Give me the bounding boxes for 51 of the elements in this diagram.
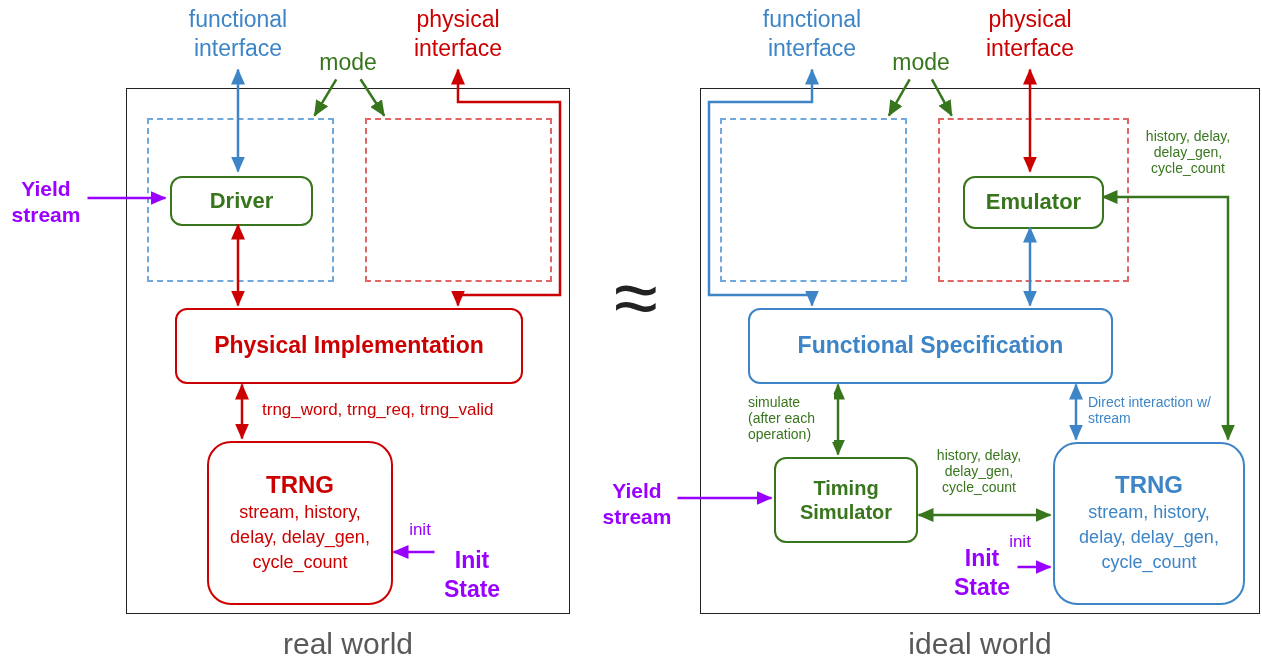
process-box: [1053, 442, 1245, 605]
arrow: [1023, 226, 1037, 307]
arrow: [231, 68, 245, 173]
node-title: Timing Simulator: [798, 476, 894, 524]
arrow: [677, 491, 773, 505]
arrow: [1023, 68, 1037, 173]
node-title: TRNG: [266, 470, 334, 500]
arrow: [231, 223, 245, 307]
arrow: [1101, 190, 1235, 441]
arrow: [451, 68, 562, 307]
node-title: Functional Specification: [797, 332, 1064, 360]
process-box: [748, 308, 1113, 384]
arrow: [917, 508, 1052, 522]
node-text: stream, history, delay, delay_gen, cycle_count: [229, 500, 371, 575]
arrow: [87, 191, 167, 205]
text-label: physical interface: [972, 5, 1088, 68]
panel-caption: real world: [281, 627, 415, 661]
text-label: mode: [883, 48, 959, 78]
dashed-region: [938, 118, 1129, 282]
node-title: Physical Implementation: [214, 332, 484, 360]
arrow: [930, 78, 953, 117]
node-title: Emulator: [985, 189, 1082, 216]
arrow: [1069, 383, 1083, 441]
text-label: functional interface: [749, 5, 875, 68]
panel-caption: ideal world: [907, 627, 1053, 661]
text-label: Yield stream: [6, 176, 86, 232]
text-label: functional interface: [175, 5, 301, 68]
text-label: Init State: [437, 546, 507, 604]
dashed-region: [365, 118, 552, 282]
process-box: [175, 308, 523, 384]
process-box: [774, 457, 918, 543]
process-box: [963, 176, 1104, 229]
dashed-region: [147, 118, 334, 282]
edge-label: simulate (after each operation): [748, 394, 834, 443]
dashed-region: [720, 118, 907, 282]
text-label: physical interface: [400, 5, 516, 68]
text-label: Yield stream: [598, 478, 676, 532]
arrow: [831, 383, 845, 456]
arrow: [1017, 560, 1052, 574]
text-label: mode: [310, 48, 386, 78]
arrow: [707, 68, 819, 307]
node-title: TRNG: [1115, 471, 1183, 501]
arrow: [359, 78, 386, 117]
arrow: [887, 78, 911, 117]
process-box: [170, 176, 313, 226]
node-text: stream, history, delay, delay_gen, cycle_count: [1078, 501, 1220, 575]
arrow: [235, 383, 249, 440]
arrow: [313, 78, 338, 117]
arrow: [392, 545, 435, 559]
node-title: Driver: [209, 187, 274, 215]
process-box: [207, 441, 393, 605]
